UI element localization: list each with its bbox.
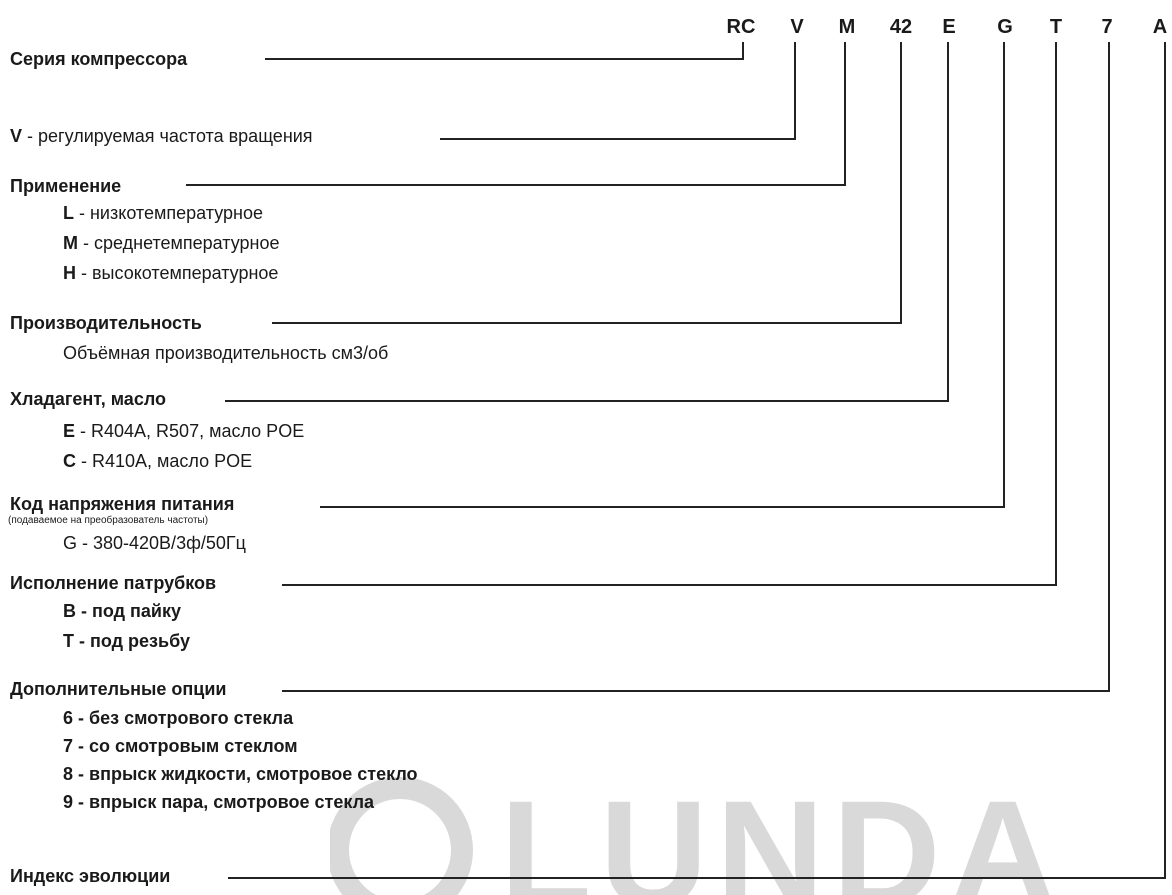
evolution-leader [228, 877, 1166, 879]
capacity-desc: Объёмная производительность см3/об [63, 343, 389, 363]
watermark-logo: LUNDA [330, 769, 1057, 895]
code-refrigerant: E [942, 16, 956, 38]
extras-option-6: 6 - без смотрового стекла [63, 708, 294, 728]
extras-leader [282, 690, 1110, 692]
code-evolution: A [1152, 16, 1168, 38]
fittings-riser [1055, 42, 1057, 586]
speed-leader [440, 138, 796, 140]
application-riser [844, 42, 846, 186]
extras-option-9: 9 - впрыск пара, смотровое стекла [63, 792, 375, 812]
extras-label: Дополнительные опции [10, 679, 227, 699]
code-application: M [838, 16, 856, 38]
capacity-riser [900, 42, 902, 324]
series-riser [742, 42, 744, 60]
refrigerant-riser [947, 42, 949, 402]
application-option-l: L - низкотемпературное [63, 203, 263, 223]
voltage-label: Код напряжения питания [10, 494, 235, 514]
voltage-note: (подаваемое на преобразователь частоты) [8, 515, 209, 526]
refrigerant-option-c: C - R410A, масло POE [63, 451, 253, 471]
fittings-leader [282, 584, 1057, 586]
code-voltage: G [997, 16, 1013, 38]
evolution-label: Индекс эволюции [10, 866, 171, 886]
voltage-riser [1003, 42, 1005, 508]
extras-option-8: 8 - впрыск жидкости, смотровое стекло [63, 764, 418, 784]
application-option-h: H - высокотемпературное [63, 263, 279, 283]
code-fittings: T [1049, 16, 1063, 38]
speed-label: V - регулируемая частота вращения [10, 126, 313, 146]
application-leader [186, 184, 846, 186]
series-label: Серия компрессора [10, 49, 188, 69]
code-capacity: 42 [889, 16, 913, 38]
series-leader [265, 58, 744, 60]
code-extras: 7 [1101, 16, 1113, 38]
fittings-option-b: B - под пайку [63, 601, 182, 621]
refrigerant-label: Хладагент, масло [10, 389, 167, 409]
capacity-leader [272, 322, 902, 324]
code-speed: V [790, 16, 804, 38]
refrigerant-option-e: E - R404A, R507, масло POE [63, 421, 305, 441]
extras-riser [1108, 42, 1110, 692]
capacity-label: Производительность [10, 313, 202, 333]
extras-option-7: 7 - со смотровым стеклом [63, 736, 298, 756]
fittings-option-t: T - под резьбу [63, 631, 190, 651]
fittings-label: Исполнение патрубков [10, 573, 217, 593]
voltage-desc: G - 380-420В/3ф/50Гц [63, 533, 246, 553]
evolution-riser [1164, 42, 1166, 879]
application-option-m: M - среднетемпературное [63, 233, 280, 253]
speed-riser [794, 42, 796, 140]
refrigerant-leader [225, 400, 949, 402]
application-label: Применение [10, 176, 122, 196]
voltage-leader [320, 506, 1005, 508]
code-series: RC [726, 16, 756, 38]
